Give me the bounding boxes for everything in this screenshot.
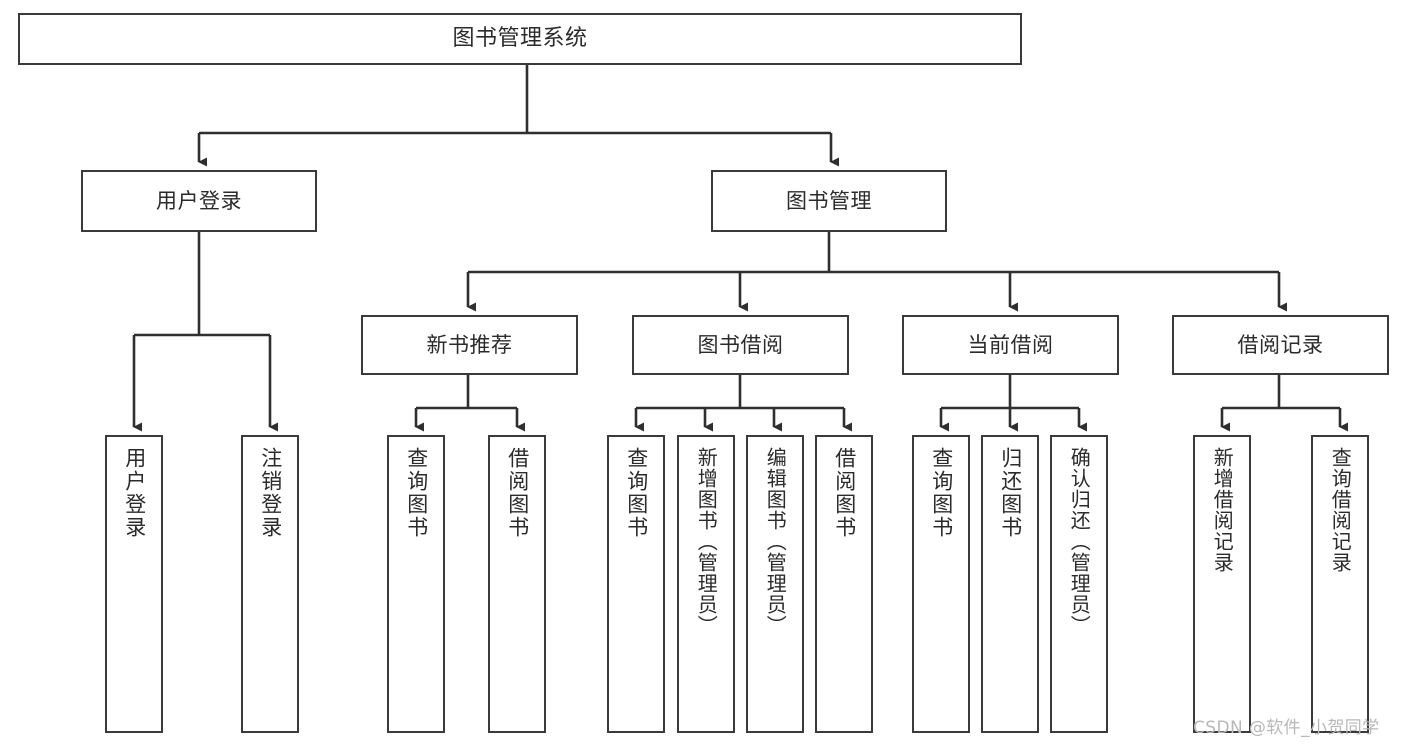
- leaf-book-borrow-borrow-book-label: 借阅图书: [832, 447, 857, 539]
- node-new-book-recommend[interactable]: 新书推荐: [361, 315, 578, 375]
- leaf-user-login-logout[interactable]: 注销登录: [241, 435, 299, 733]
- leaf-current-borrow-return-book[interactable]: 归还图书: [981, 435, 1039, 733]
- node-book-management[interactable]: 图书管理: [711, 170, 947, 232]
- leaf-new-book-query-book-label: 查询图书: [404, 447, 429, 539]
- node-book-borrow[interactable]: 图书借阅: [632, 315, 849, 375]
- node-new-book-recommend-label: 新书推荐: [426, 332, 513, 357]
- leaf-book-borrow-add-book-label: 新增图书（管理员）: [694, 447, 719, 636]
- leaf-borrow-record-query-record[interactable]: 查询借阅记录: [1311, 435, 1369, 733]
- node-current-borrow-label: 当前借阅: [967, 332, 1054, 357]
- leaf-new-book-query-book[interactable]: 查询图书: [387, 435, 445, 733]
- leaf-user-login-login[interactable]: 用户登录: [105, 435, 163, 733]
- node-user-login-label: 用户登录: [156, 188, 242, 213]
- leaf-borrow-record-query-record-label: 查询借阅记录: [1328, 447, 1353, 573]
- leaf-current-borrow-query-book-label: 查询图书: [929, 447, 954, 539]
- node-root-system-label: 图书管理系统: [452, 26, 588, 52]
- leaf-current-borrow-confirm-return-label: 确认归还（管理员）: [1067, 447, 1092, 636]
- leaf-new-book-borrow-book-label: 借阅图书: [505, 447, 530, 539]
- node-root-system[interactable]: 图书管理系统: [18, 13, 1022, 65]
- leaf-book-borrow-query-book[interactable]: 查询图书: [607, 435, 665, 733]
- leaf-book-borrow-add-book[interactable]: 新增图书（管理员）: [677, 435, 735, 733]
- leaf-book-borrow-edit-book[interactable]: 编辑图书（管理员）: [746, 435, 804, 733]
- leaf-new-book-borrow-book[interactable]: 借阅图书: [488, 435, 546, 733]
- leaf-current-borrow-query-book[interactable]: 查询图书: [912, 435, 970, 733]
- leaf-current-borrow-return-book-label: 归还图书: [998, 447, 1023, 539]
- node-borrow-record[interactable]: 借阅记录: [1172, 315, 1389, 375]
- leaf-book-borrow-query-book-label: 查询图书: [624, 447, 649, 539]
- node-user-login[interactable]: 用户登录: [81, 170, 317, 232]
- leaf-user-login-login-label: 用户登录: [122, 447, 147, 539]
- leaf-book-borrow-borrow-book[interactable]: 借阅图书: [815, 435, 873, 733]
- node-borrow-record-label: 借阅记录: [1237, 332, 1324, 357]
- leaf-borrow-record-add-record[interactable]: 新增借阅记录: [1193, 435, 1251, 733]
- leaf-current-borrow-confirm-return[interactable]: 确认归还（管理员）: [1050, 435, 1108, 733]
- leaf-borrow-record-add-record-label: 新增借阅记录: [1210, 447, 1235, 573]
- csdn-watermark: CSDN @软件_小贺同学: [1193, 718, 1380, 738]
- node-current-borrow[interactable]: 当前借阅: [902, 315, 1119, 375]
- node-book-management-label: 图书管理: [786, 188, 872, 213]
- leaf-user-login-logout-label: 注销登录: [258, 447, 283, 539]
- node-book-borrow-label: 图书借阅: [697, 332, 784, 357]
- leaf-book-borrow-edit-book-label: 编辑图书（管理员）: [763, 447, 788, 636]
